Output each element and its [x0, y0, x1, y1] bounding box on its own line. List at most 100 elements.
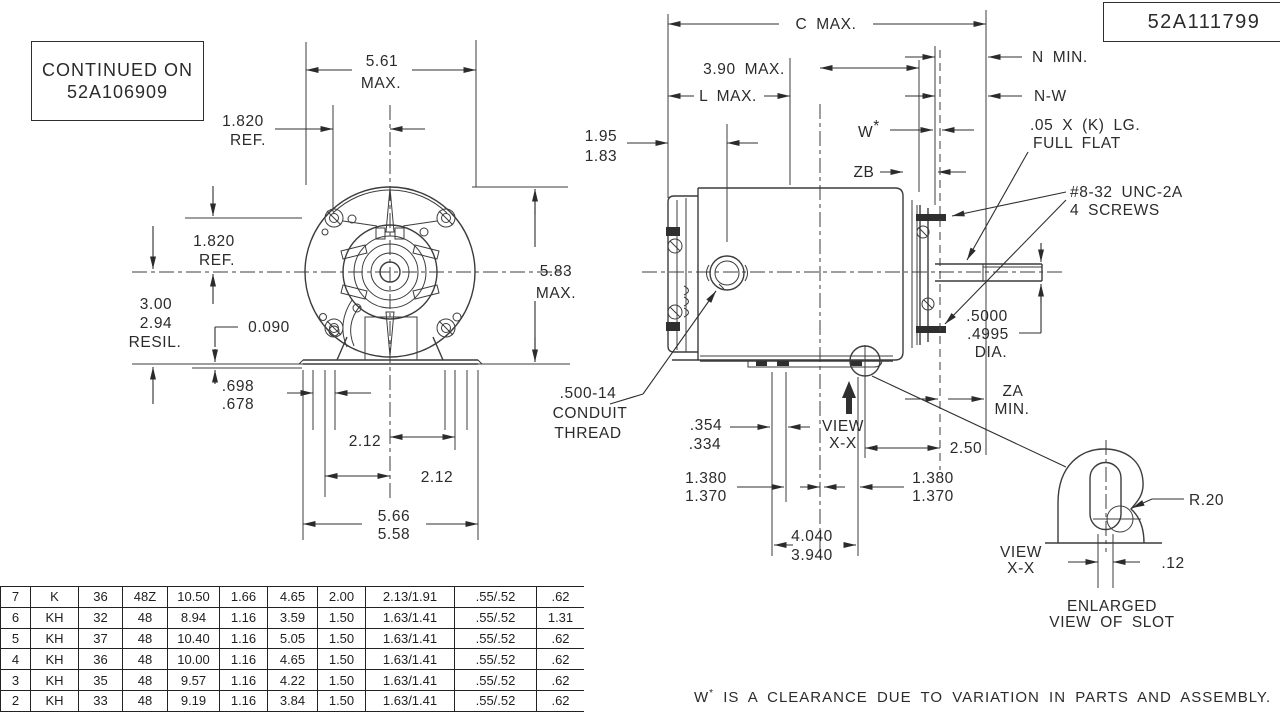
spec-cell: .55/.52: [454, 627, 537, 650]
dim-width-max: 5.61: [366, 53, 399, 70]
spec-cell: 1.63/1.41: [365, 689, 455, 712]
dim-foot-right-upper: 1.380: [912, 470, 954, 487]
label-slot-caption-1: ENLARGED: [1067, 598, 1157, 615]
label-shaft-flat-2: FULL FLAT: [1033, 135, 1121, 152]
dim-n-min: N MIN.: [1032, 49, 1088, 66]
spec-cell: 48: [122, 669, 168, 691]
spec-cell: 1.16: [219, 606, 268, 629]
dim-height-suffix: MAX.: [536, 285, 576, 302]
note-body: IS A CLEARANCE DUE TO VARIATION IN PARTS…: [723, 689, 1272, 706]
spec-cell: 1.63/1.41: [365, 606, 455, 629]
spec-cell: .55/.52: [454, 689, 537, 712]
dim-width-max-suffix: MAX.: [361, 75, 401, 92]
spec-cell: 48: [122, 627, 168, 650]
view-xx-direction-arrow: [842, 381, 856, 414]
spec-cell: KH: [30, 648, 79, 671]
dim-250: 2.50: [950, 440, 983, 457]
front-view: 5.61 MAX. 1.820 REF. 1.820 REF. 3.00 2.9…: [129, 40, 576, 543]
dim-base-slot-lower: .334: [689, 436, 722, 453]
dim-slot-radius: R.20: [1189, 492, 1224, 509]
front-view-extension-lines: [132, 40, 570, 540]
side-view-extension-lines: [667, 10, 987, 556]
front-view-dimension-lines: [150, 67, 538, 527]
slot-detail-view: R.20 .12 VIEW X-X ENLARGED VIEW OF SLOT: [1000, 440, 1224, 631]
label-screws-1: #8-32 UNC-2A: [1070, 184, 1183, 201]
spec-cell: KH: [30, 627, 79, 650]
spec-cell: 4.65: [267, 648, 318, 671]
dim-za-1: ZA: [1002, 383, 1023, 400]
spec-cell: 4.22: [267, 669, 318, 691]
dim-w-clearance: W*: [858, 118, 880, 141]
spec-cell: 1.16: [219, 627, 268, 650]
spec-cell: 48Z: [122, 586, 168, 608]
dim-resil-upper: 3.00: [140, 296, 173, 313]
label-screws-2: 4 SCREWS: [1070, 202, 1160, 219]
dim-resil-suffix: RESIL.: [129, 334, 182, 351]
dim-l-max: L MAX.: [699, 88, 757, 105]
note-prefix: W: [694, 689, 710, 706]
spec-cell: 4.65: [267, 586, 318, 608]
dim-n-w: N-W: [1034, 88, 1067, 105]
dim-foot-slot-upper: .698: [222, 378, 255, 395]
spec-cell: .62: [536, 669, 584, 691]
label-conduit-2: CONDUIT: [553, 405, 628, 422]
dim-za-2: MIN.: [994, 401, 1029, 418]
spec-cell: 5: [0, 627, 31, 650]
spec-cell: 33: [78, 689, 123, 712]
spec-cell: 1.16: [219, 648, 268, 671]
spec-cell: KH: [30, 689, 79, 712]
spec-cell: 2: [0, 689, 31, 712]
spec-cell: 2.00: [317, 586, 366, 608]
note-asterisk: *: [709, 688, 715, 699]
drawing-number-box: 52A111799: [1103, 2, 1280, 42]
spec-cell: 1.63/1.41: [365, 648, 455, 671]
spec-cell: 10.40: [167, 627, 220, 650]
spec-cell: 1.16: [219, 669, 268, 691]
spec-cell: 3.59: [267, 606, 318, 629]
side-view-geometry: [666, 187, 1043, 377]
spec-cell: .62: [536, 648, 584, 671]
label-shaft-flat-1: .05 X (K) LG.: [1030, 117, 1140, 134]
spec-cell: 8.94: [167, 606, 220, 629]
dim-span-lower: 3.940: [791, 547, 833, 564]
dim-ref-left-suffix: REF.: [199, 252, 235, 269]
dim-endbell-upper: 1.95: [585, 128, 618, 145]
dim-ref-left: 1.820: [193, 233, 235, 250]
dim-shaft-dia-1: .5000: [966, 308, 1008, 325]
spec-cell: 1.50: [317, 627, 366, 650]
spec-cell: .55/.52: [454, 606, 537, 629]
spec-cell: 48: [122, 648, 168, 671]
spec-cell: 48: [122, 689, 168, 712]
spec-cell: 1.50: [317, 669, 366, 691]
label-slot-view-1: VIEW: [1000, 544, 1042, 561]
spec-cell: 1.66: [219, 586, 268, 608]
side-view-dimension-lines: [609, 21, 1067, 548]
spec-cell: 48: [122, 606, 168, 629]
dim-ref-top: 1.820: [222, 113, 264, 130]
spec-cell: 3: [0, 669, 31, 691]
label-slot-caption-2: VIEW OF SLOT: [1049, 614, 1174, 631]
dim-foot-slot-lower: .678: [222, 396, 255, 413]
spec-cell: 1.50: [317, 606, 366, 629]
dim-foot-right-lower: 1.370: [912, 488, 954, 505]
continuation-line2: 52A106909: [66, 82, 169, 102]
clearance-note: W* IS A CLEARANCE DUE TO VARIATION IN PA…: [694, 688, 1271, 706]
spec-cell: 32: [78, 606, 123, 629]
dim-foot-left-lower: 1.370: [685, 488, 727, 505]
spec-cell: 2.13/1.91: [365, 586, 455, 608]
spec-cell: 6: [0, 606, 31, 629]
dim-base-upper: 5.66: [378, 508, 411, 525]
spec-cell: 36: [78, 586, 123, 608]
spec-cell: 36: [78, 648, 123, 671]
dim-span-upper: 4.040: [791, 528, 833, 545]
dim-shaft-dia-2: .4995: [967, 326, 1009, 343]
spec-cell: 1.63/1.41: [365, 627, 455, 650]
drawing-number: 52A111799: [1147, 10, 1261, 33]
